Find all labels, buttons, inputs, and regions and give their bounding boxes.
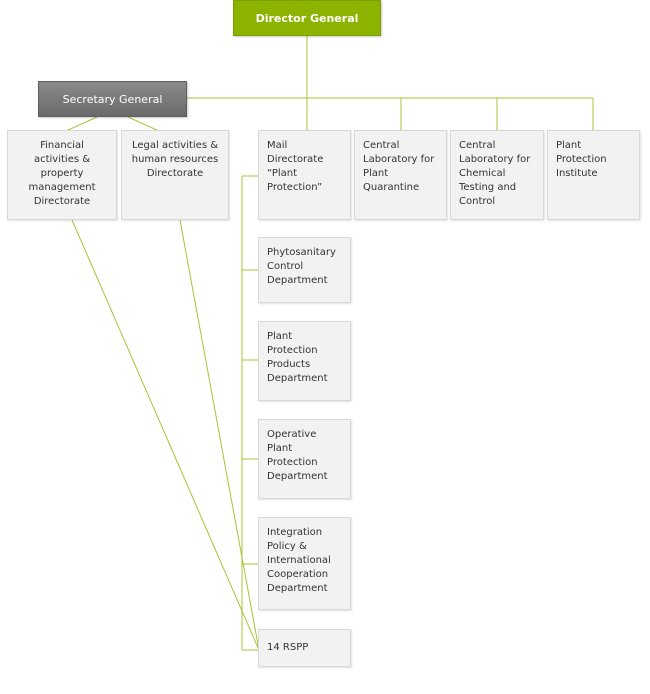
connector-legal-rspp — [179, 219, 260, 651]
central-lab-quarantine-box[interactable]: Central Laboratory for Plant Quarantine — [354, 130, 447, 220]
rspp-label: 14 RSPP — [267, 642, 309, 653]
financial-directorate-box[interactable]: Financial activities & property manageme… — [7, 130, 117, 220]
integration-department-label: Integration Policy & International Coope… — [267, 527, 331, 594]
phytosanitary-department-label: Phytosanitary Control Department — [267, 247, 336, 286]
legal-directorate-label: Legal activities & human resources Direc… — [131, 140, 219, 179]
mail-directorate-label: Mail Directorate “Plant Protection” — [267, 140, 324, 193]
products-department-box[interactable]: Plant Protection Products Department — [258, 321, 351, 401]
rspp-box[interactable]: 14 RSPP — [258, 629, 351, 667]
products-department-label: Plant Protection Products Department — [267, 331, 328, 384]
director-general-box[interactable]: Director General — [233, 0, 381, 36]
plant-protection-institute-label: Plant Protection Institute — [556, 140, 607, 179]
central-lab-quarantine-label: Central Laboratory for Plant Quarantine — [363, 140, 435, 193]
secretary-general-label: Secretary General — [62, 92, 163, 106]
connector-financial-rspp — [71, 219, 260, 651]
financial-directorate-label: Financial activities & property manageme… — [28, 140, 96, 207]
connector-sg-legal — [127, 116, 160, 132]
connector-sg-financial — [65, 116, 98, 132]
central-lab-chemical-label: Central Laboratory for Chemical Testing … — [459, 140, 531, 207]
mail-directorate-box[interactable]: Mail Directorate “Plant Protection” — [258, 130, 351, 220]
plant-protection-institute-box[interactable]: Plant Protection Institute — [547, 130, 640, 220]
operative-department-label: Operative Plant Protection Department — [267, 429, 328, 482]
legal-directorate-box[interactable]: Legal activities & human resources Direc… — [121, 130, 229, 220]
phytosanitary-department-box[interactable]: Phytosanitary Control Department — [258, 237, 351, 303]
central-lab-chemical-box[interactable]: Central Laboratory for Chemical Testing … — [450, 130, 544, 220]
secretary-general-box[interactable]: Secretary General — [38, 81, 187, 117]
operative-department-box[interactable]: Operative Plant Protection Department — [258, 419, 351, 499]
integration-department-box[interactable]: Integration Policy & International Coope… — [258, 517, 351, 610]
director-general-label: Director General — [255, 11, 359, 25]
